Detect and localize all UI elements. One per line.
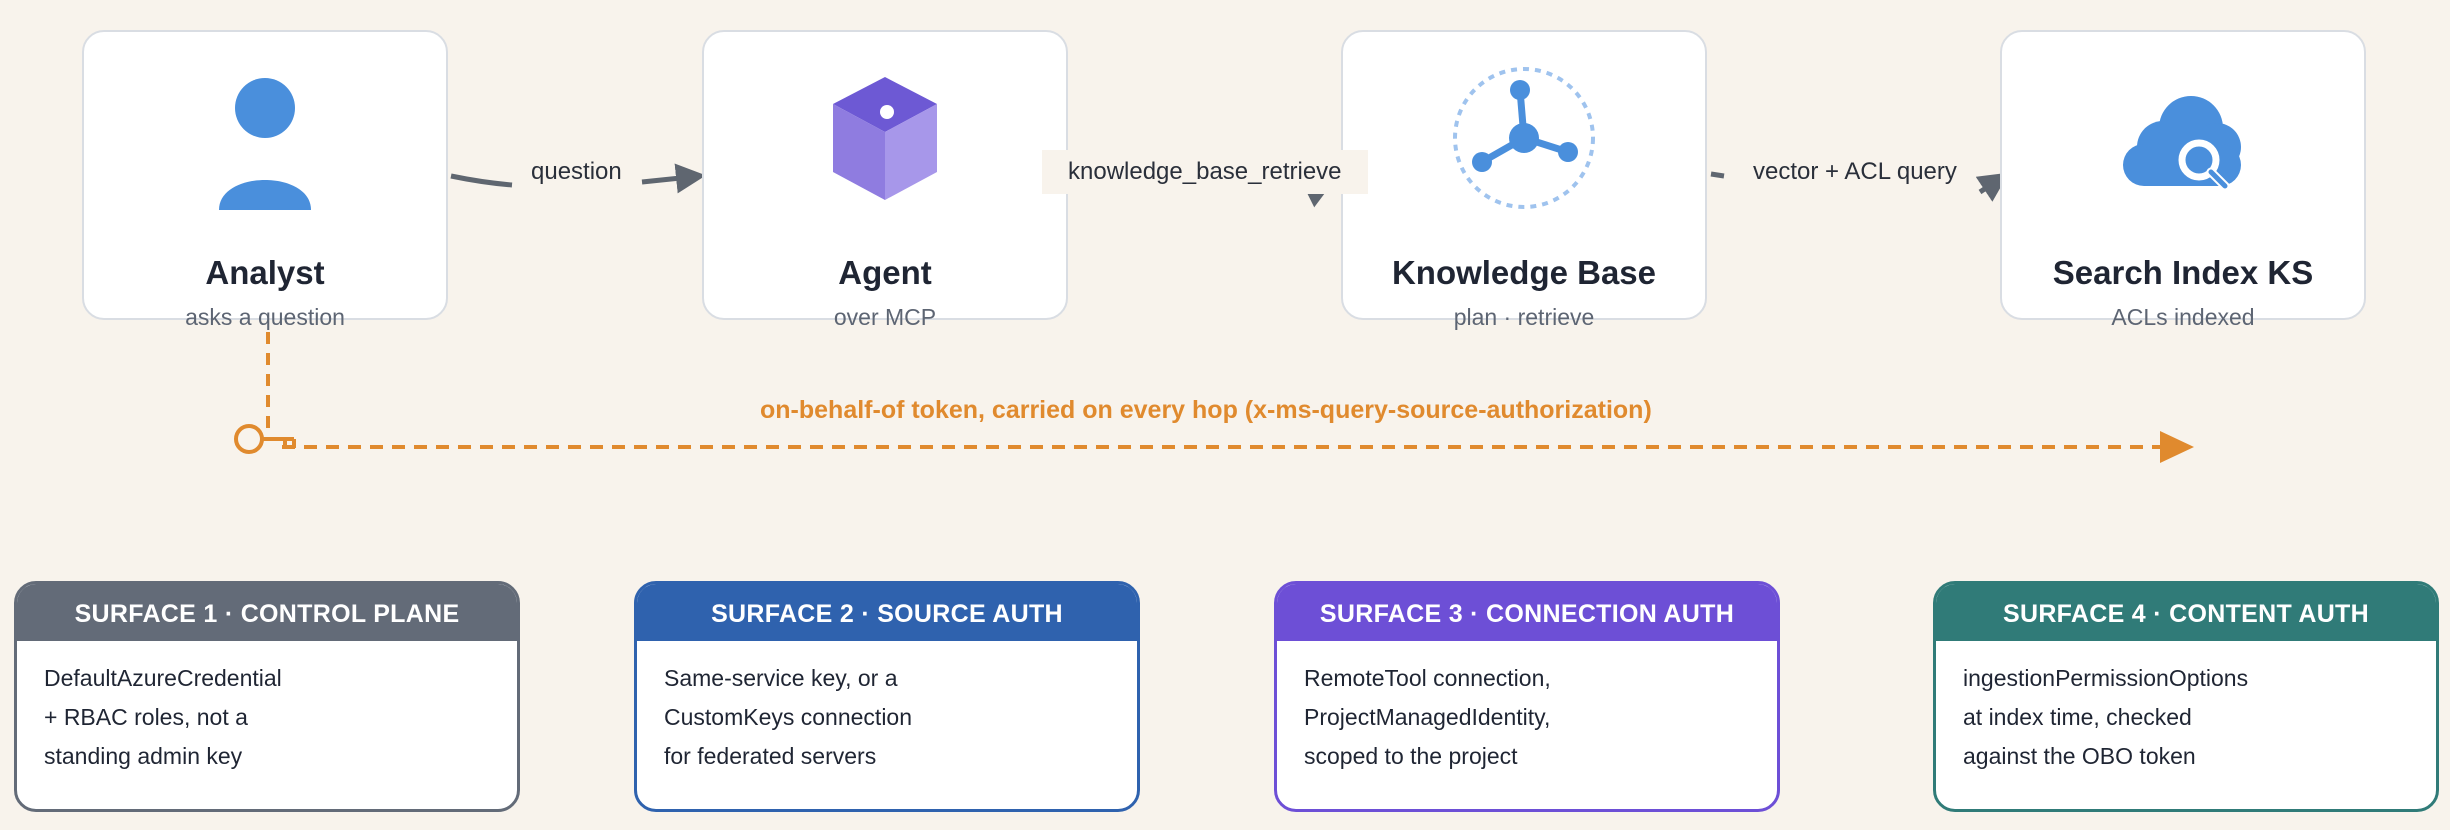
- node-search-index[interactable]: Search Index KS ACLs indexed: [2000, 30, 2366, 330]
- surface-header: SURFACE 2 · SOURCE AUTH: [637, 584, 1137, 641]
- surface-line: scoped to the project: [1304, 743, 1518, 769]
- surface-header: SURFACE 3 · CONNECTION AUTH: [1277, 584, 1777, 641]
- edge-label-knowledge-base-retrieve: knowledge_base_retrieve: [1042, 150, 1368, 194]
- edge-label-question: question: [531, 158, 622, 185]
- surface-connection-auth: SURFACE 3 · CONNECTION AUTH RemoteTool c…: [1274, 581, 1780, 812]
- node-agent[interactable]: Agent over MCP: [702, 30, 1068, 330]
- node-subtitle: over MCP: [833, 304, 937, 330]
- node-title: Analyst: [205, 254, 325, 291]
- surface-line: ingestionPermissionOptions: [1963, 665, 2249, 691]
- surface-line: Same-service key, or a: [664, 665, 898, 691]
- surface-line: for federated servers: [664, 743, 877, 769]
- surface-line: CustomKeys connection: [664, 704, 913, 730]
- node-subtitle: plan · retrieve: [1453, 304, 1595, 330]
- network-icon: [1343, 52, 1705, 212]
- node-title: Agent: [838, 254, 932, 291]
- node-title: Knowledge Base: [1391, 254, 1657, 291]
- surface-content-auth: SURFACE 4 · CONTENT AUTH ingestionPermis…: [1933, 581, 2439, 812]
- cube-icon: [704, 52, 1066, 212]
- node-subtitle: asks a question: [185, 304, 345, 330]
- edge-label-vector-acl-query: vector + ACL query: [1753, 158, 1957, 185]
- surface-line: at index time, checked: [1963, 704, 2192, 730]
- node-analyst[interactable]: Analyst asks a question: [82, 30, 448, 330]
- node-knowledge-base[interactable]: Knowledge Base plan · retrieve: [1341, 30, 1707, 330]
- key-icon: [234, 424, 296, 454]
- token-flow-arrowhead: [2160, 431, 2194, 463]
- surface-line: against the OBO token: [1963, 743, 2196, 769]
- surface-line: standing admin key: [44, 743, 243, 769]
- surface-header: SURFACE 1 · CONTROL PLANE: [17, 584, 517, 641]
- surface-line: ProjectManagedIdentity,: [1304, 704, 1551, 730]
- surface-line: DefaultAzureCredential: [44, 665, 282, 691]
- surface-header: SURFACE 4 · CONTENT AUTH: [1936, 584, 2436, 641]
- node-subtitle: ACLs indexed: [2111, 304, 2255, 330]
- surface-control-plane: SURFACE 1 · CONTROL PLANE DefaultAzureCr…: [14, 581, 520, 812]
- surface-line: + RBAC roles, not a: [44, 704, 248, 730]
- person-icon: [84, 52, 446, 212]
- node-title: Search Index KS: [2052, 254, 2314, 291]
- surface-source-auth: SURFACE 2 · SOURCE AUTH Same-service key…: [634, 581, 1140, 812]
- token-flow-label: on-behalf-of token, carried on every hop…: [760, 396, 1652, 424]
- surface-line: RemoteTool connection,: [1304, 665, 1551, 691]
- cloud-search-icon: [2002, 52, 2364, 212]
- edge-arrow-analyst-agent: [450, 176, 700, 185]
